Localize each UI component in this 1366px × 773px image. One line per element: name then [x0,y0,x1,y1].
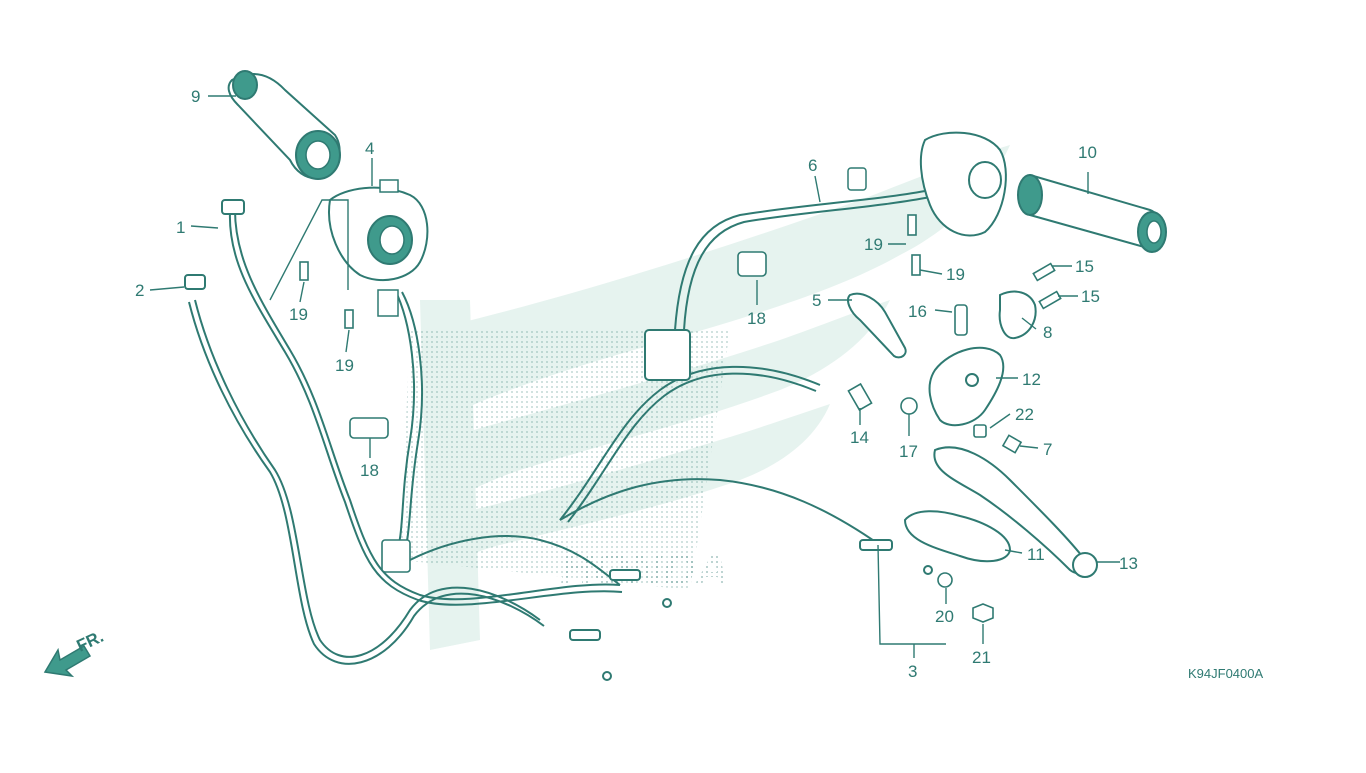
callout-1: 1 [176,218,185,237]
honda-wing-watermark: HONDA [400,145,1010,650]
callout-18-right: 18 [747,309,766,328]
callout-21: 21 [972,648,991,667]
callout-7: 7 [1043,440,1052,459]
callout-17: 17 [899,442,918,461]
lever-dust-boot [847,292,907,359]
callout-19-right-lower: 19 [946,265,965,284]
cable-2-elbow [184,274,206,290]
left-switch-housing [328,179,429,317]
cable-fittings [184,199,933,681]
left-switch-connector [381,539,411,573]
right-switch-subconnector [847,167,867,191]
screw-19-b [344,309,354,329]
callout-19-left-upper: 19 [289,305,308,324]
clutch-cable [559,365,881,546]
adjuster-14 [847,382,873,412]
callout-15-upper: 15 [1075,257,1094,276]
callout-12: 12 [1022,370,1041,389]
leader-lines [149,95,1120,658]
locknut-17 [900,397,918,415]
left-switch-harness [394,289,415,561]
cable-end-fitting-2 [569,629,601,641]
cables [188,189,931,665]
callout-20: 20 [935,607,954,626]
right-switch-housing [644,131,1007,381]
watermark-brand-text: HONDA [560,543,729,595]
callout-13: 13 [1119,554,1138,573]
screw-15-a [1032,262,1056,282]
right-switch-connector [644,329,691,381]
clutch-cable-nipple [923,565,933,575]
clutch-lever-assembly [847,290,1098,578]
callout-2: 2 [135,281,144,300]
screw-19-a [299,261,309,281]
callout-labels: 9 1 2 4 6 5 8 7 10 11 12 13 14 15 15 16 … [135,87,1138,681]
screw-15-b [1038,290,1062,310]
callout-8: 8 [1043,323,1052,342]
front-indicator: FR. [43,627,107,678]
throttle-cable-2 [194,299,541,658]
callout-6: 6 [808,156,817,175]
washer-22 [973,424,987,438]
nut-20 [937,572,953,588]
callout-22: 22 [1015,405,1034,424]
callout-5: 5 [812,291,821,310]
cable-1-nipple [662,598,672,608]
callout-19-left-lower: 19 [335,356,354,375]
callout-16: 16 [908,302,927,321]
callout-18-left: 18 [360,461,379,480]
screw-19-c [907,214,917,236]
bolt-16 [954,304,968,336]
lever-holder [998,290,1037,340]
right-grip [1017,173,1167,253]
clutch-cable-end-fitting [859,539,893,551]
callout-15-lower: 15 [1081,287,1100,306]
dust-cover [903,510,1012,563]
cable-2-nipple [602,671,612,681]
callout-10: 10 [1078,143,1097,162]
left-grip [227,70,341,180]
right-switch-harness [674,189,931,331]
small-hardware [299,214,1062,623]
callout-9: 9 [191,87,200,106]
nut-21 [972,603,994,623]
cable-1-elbow [221,199,245,215]
callout-11: 11 [1027,545,1045,564]
cable-end-fitting-1 [609,569,641,581]
screw-19-d [911,254,921,276]
throttle-cable-1 [234,209,621,601]
throttle-cable-1-inner [228,211,623,606]
callout-3: 3 [908,662,917,681]
drawing-code: K94JF0400A [1188,666,1263,681]
callout-19-right-upper: 19 [864,235,883,254]
arrow-down-left-icon [43,644,92,678]
lever-bracket [928,346,1005,427]
callout-14: 14 [850,428,869,447]
clip-18-left [349,417,389,439]
left-switch-harness-2 [401,291,423,563]
throttle-cable-2-inner [188,301,545,665]
clip-18-right [737,251,767,277]
right-switch-harness-2 [683,196,931,331]
clutch-cable-inner [567,372,817,523]
callout-4: 4 [365,139,374,158]
pin-7 [1001,434,1023,454]
